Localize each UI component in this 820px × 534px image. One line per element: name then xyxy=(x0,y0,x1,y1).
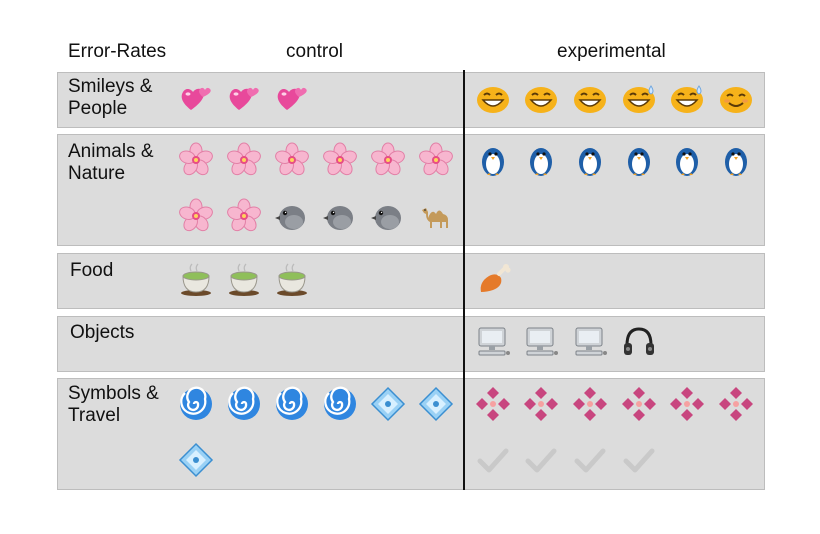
check-mark-icon xyxy=(523,442,559,478)
penguin-icon xyxy=(718,142,754,178)
flower-tile-icon xyxy=(621,386,657,422)
sweat-smile-face-icon xyxy=(669,80,705,116)
cherry-blossom-icon xyxy=(274,142,310,178)
cyclone-icon xyxy=(226,386,262,422)
penguin-icon xyxy=(523,142,559,178)
cherry-blossom-icon xyxy=(322,142,358,178)
error-rates-title: Error-Rates xyxy=(68,41,167,62)
category-label-symbols-travel: Symbols & Travel xyxy=(68,383,159,426)
band-symbols-travel xyxy=(57,378,765,490)
cyclone-icon xyxy=(322,386,358,422)
diamond-dot-icon xyxy=(418,386,454,422)
check-mark-icon xyxy=(572,442,608,478)
flower-tile-icon xyxy=(523,386,559,422)
category-label-smileys-people: Smileys & People xyxy=(68,76,153,119)
cherry-blossom-icon xyxy=(226,142,262,178)
tea-icon xyxy=(274,262,310,298)
grin-face-icon xyxy=(475,80,511,116)
diamond-dot-icon xyxy=(178,442,214,478)
camel-icon xyxy=(418,198,454,234)
penguin-icon xyxy=(475,142,511,178)
flower-tile-icon xyxy=(718,386,754,422)
cherry-blossom-icon xyxy=(370,142,406,178)
two-hearts-icon xyxy=(274,80,310,116)
two-hearts-icon xyxy=(226,80,262,116)
category-label-animals-nature: Animals & Nature xyxy=(68,141,154,184)
computer-icon xyxy=(572,323,608,359)
cyclone-icon xyxy=(178,386,214,422)
cherry-blossom-icon xyxy=(418,142,454,178)
headphones-icon xyxy=(621,323,657,359)
check-mark-icon xyxy=(621,442,657,478)
flower-tile-icon xyxy=(475,386,511,422)
category-label-objects: Objects xyxy=(70,322,135,343)
flower-tile-icon xyxy=(572,386,608,422)
bird-icon xyxy=(274,198,310,234)
diamond-dot-icon xyxy=(370,386,406,422)
smiling-face-icon xyxy=(718,80,754,116)
cherry-blossom-icon xyxy=(178,142,214,178)
bird-icon xyxy=(322,198,358,234)
cherry-blossom-icon xyxy=(226,198,262,234)
band-food xyxy=(57,253,765,309)
bird-icon xyxy=(370,198,406,234)
cherry-blossom-icon xyxy=(178,198,214,234)
poultry-leg-icon xyxy=(475,262,511,298)
experimental-column-header: experimental xyxy=(557,41,666,62)
category-label-food: Food xyxy=(70,260,114,281)
cyclone-icon xyxy=(274,386,310,422)
grin-face-icon xyxy=(572,80,608,116)
flower-tile-icon xyxy=(669,386,705,422)
sweat-smile-face-icon xyxy=(621,80,657,116)
control-column-header: control xyxy=(286,41,344,62)
penguin-icon xyxy=(669,142,705,178)
penguin-icon xyxy=(621,142,657,178)
penguin-icon xyxy=(572,142,608,178)
grin-face-icon xyxy=(523,80,559,116)
tea-icon xyxy=(178,262,214,298)
computer-icon xyxy=(475,323,511,359)
check-mark-icon xyxy=(475,442,511,478)
two-hearts-icon xyxy=(178,80,214,116)
computer-icon xyxy=(523,323,559,359)
tea-icon xyxy=(226,262,262,298)
column-divider xyxy=(463,70,465,490)
